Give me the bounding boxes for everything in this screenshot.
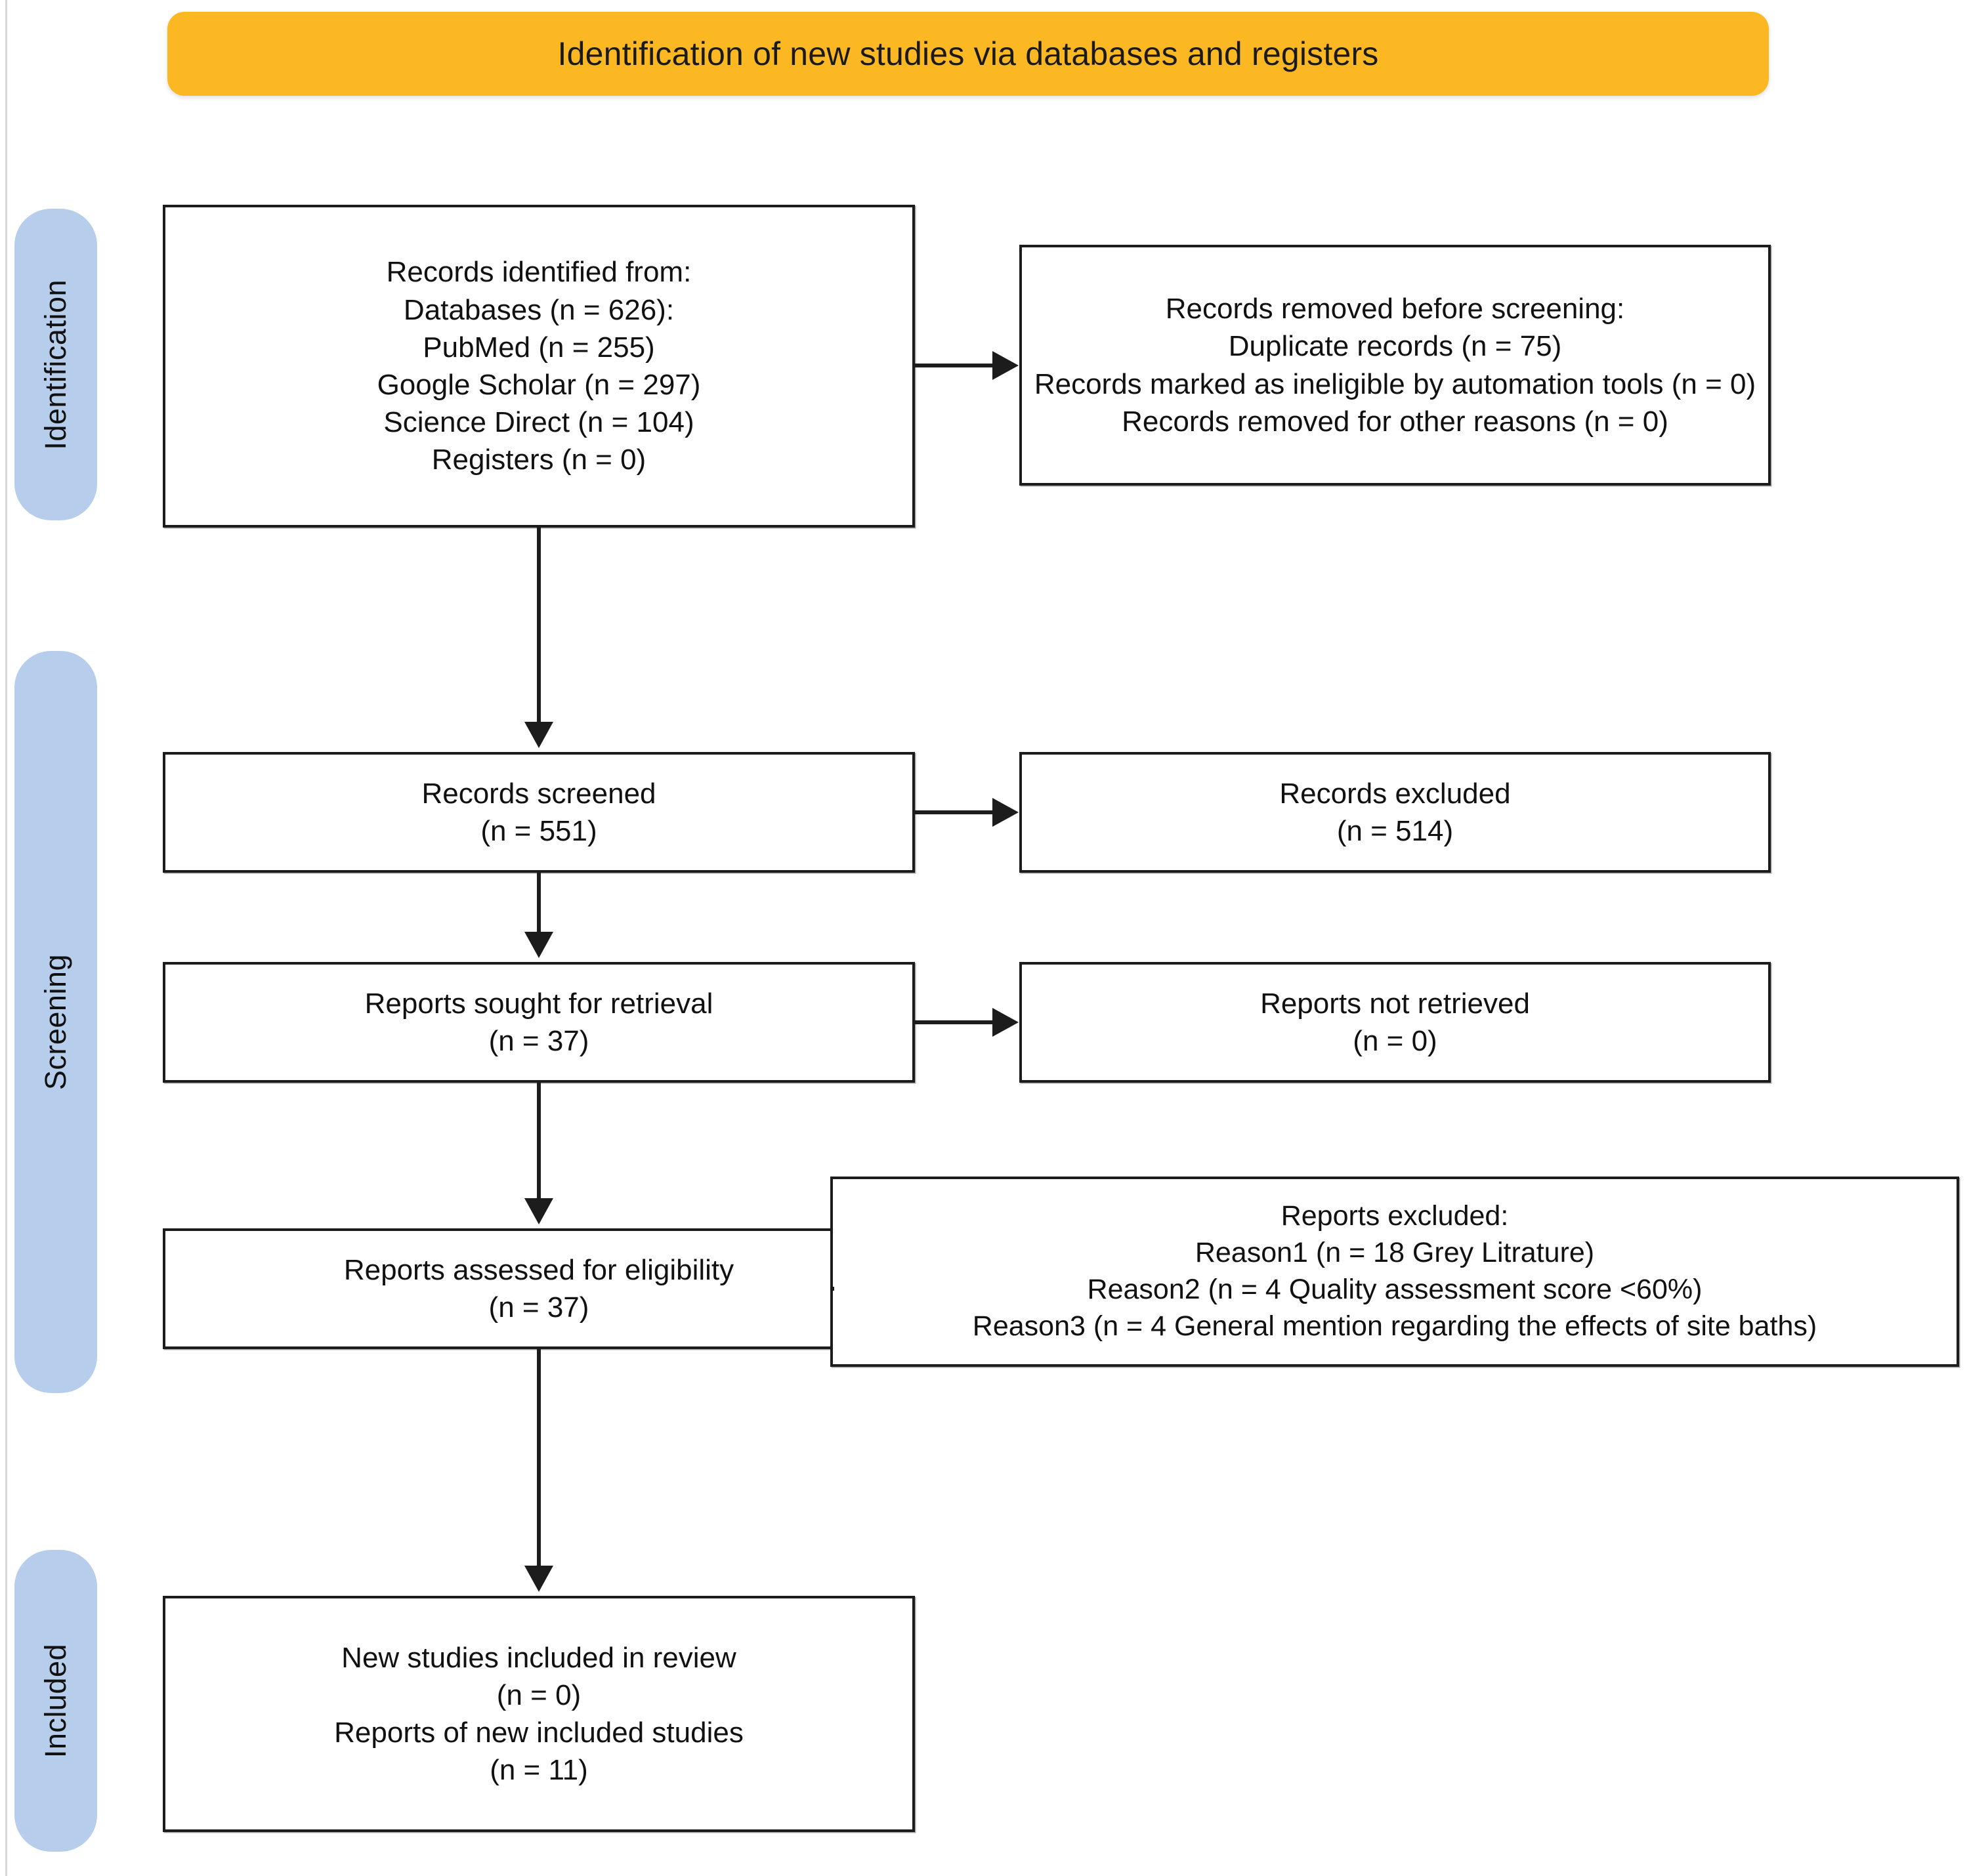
box-reports-not-retrieved-text: Reports not retrieved (n = 0) — [1260, 987, 1530, 1057]
box-records-identified: Records identified from: Databases (n = … — [163, 205, 915, 528]
stage-pill-included: Included — [14, 1550, 97, 1852]
box-reports-sought-text: Reports sought for retrieval (n = 37) — [364, 987, 713, 1057]
stage-label-identification: Identification — [39, 279, 72, 450]
box-records-identified-text: Records identified from: Databases (n = … — [377, 256, 701, 476]
box-records-screened-text: Records screened (n = 551) — [421, 777, 656, 847]
box-reports-not-retrieved: Reports not retrieved (n = 0) — [1019, 962, 1771, 1083]
box-reports-sought-for-retrieval: Reports sought for retrieval (n = 37) — [163, 962, 915, 1083]
connector-sought-to-eligibility — [537, 1083, 541, 1201]
stage-label-screening: Screening — [39, 953, 72, 1091]
arrowhead-down-icon — [524, 1198, 553, 1224]
diagram-header-banner: Identification of new studies via databa… — [167, 12, 1769, 96]
box-records-removed-text: Records removed before screening: Duplic… — [1034, 293, 1756, 438]
connector-eligibility-to-reports-excluded — [830, 1287, 834, 1291]
page-left-rule — [5, 0, 7, 1876]
connector-screened-to-excluded — [915, 810, 995, 814]
stage-pill-identification: Identification — [14, 209, 97, 520]
stage-pill-screening: Screening — [14, 651, 97, 1393]
diagram-title: Identification of new studies via databa… — [557, 35, 1379, 72]
box-reports-excluded-reasons: Reports excluded: Reason1 (n = 18 Grey L… — [830, 1177, 1959, 1367]
arrowhead-down-icon — [524, 1566, 553, 1592]
box-new-studies-included: New studies included in review (n = 0) R… — [163, 1596, 915, 1832]
box-reports-assessed-text: Reports assessed for eligibility (n = 37… — [343, 1253, 734, 1324]
connector-identified-to-screened — [537, 528, 541, 724]
arrowhead-right-icon — [992, 351, 1019, 380]
arrowhead-down-icon — [524, 722, 553, 748]
arrowhead-right-icon — [992, 798, 1019, 827]
stage-label-included: Included — [39, 1643, 72, 1759]
box-records-excluded-text: Records excluded (n = 514) — [1279, 777, 1511, 847]
arrowhead-right-icon — [992, 1008, 1019, 1037]
box-reports-assessed-for-eligibility: Reports assessed for eligibility (n = 37… — [163, 1228, 915, 1349]
box-records-removed-before-screening: Records removed before screening: Duplic… — [1019, 245, 1771, 486]
connector-screened-to-sought — [537, 873, 541, 934]
box-records-excluded: Records excluded (n = 514) — [1019, 752, 1771, 873]
connector-identified-to-removed — [915, 364, 995, 367]
box-records-screened: Records screened (n = 551) — [163, 752, 915, 873]
arrowhead-down-icon — [524, 932, 553, 958]
box-new-studies-included-text: New studies included in review (n = 0) R… — [334, 1641, 744, 1787]
connector-eligibility-to-included — [537, 1349, 541, 1568]
box-reports-excluded-reasons-text: Reports excluded: Reason1 (n = 18 Grey L… — [972, 1200, 1817, 1342]
connector-sought-to-not-retrieved — [915, 1020, 995, 1024]
